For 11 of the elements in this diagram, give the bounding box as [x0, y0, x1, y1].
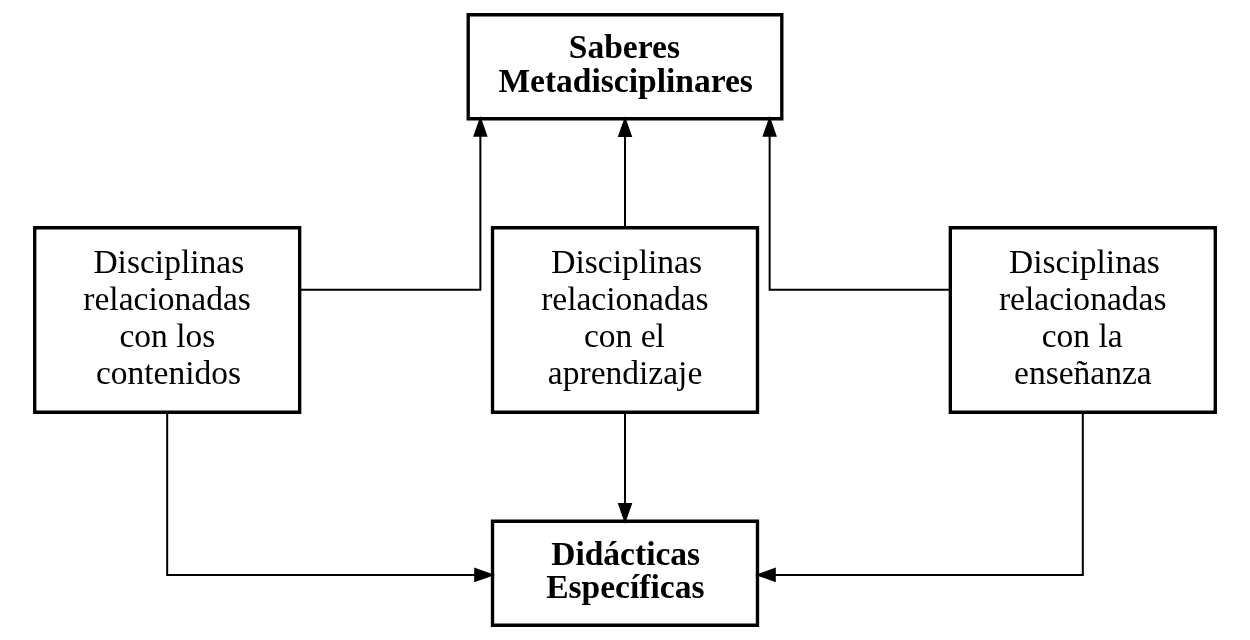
- arrow: [762, 116, 950, 291]
- arrow: [300, 116, 488, 291]
- node-box: Disciplinas relacionadas con el aprendizaje: [490, 226, 760, 414]
- arrow: [617, 412, 633, 524]
- node-box: Didácticas Específicas: [490, 519, 760, 627]
- node-box: Disciplinas relacionadas con la enseñanza: [948, 226, 1217, 414]
- node-box: Disciplinas relacionadas con los contenidos: [33, 226, 302, 414]
- node-box: Saberes Metadisciplinares: [466, 13, 784, 121]
- arrow: [755, 412, 1084, 583]
- arrow: [617, 116, 633, 228]
- arrow: [166, 412, 495, 583]
